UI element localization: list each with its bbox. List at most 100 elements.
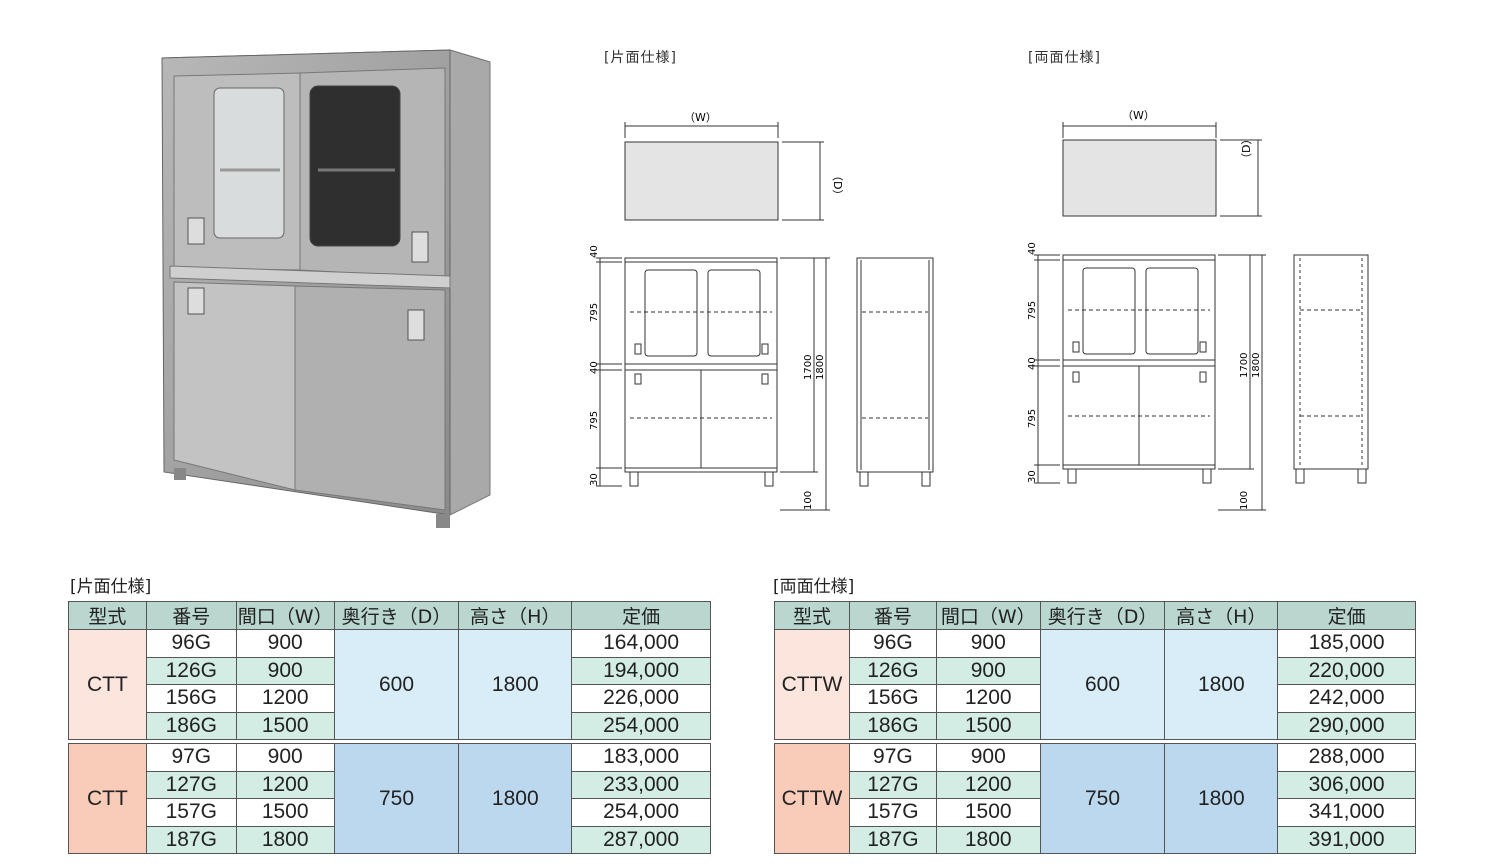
model-cell: CTT xyxy=(68,629,147,740)
header-row: 型式番号間口（W）奥行き（D）高さ（H）定価 xyxy=(68,601,711,630)
price-cell: 183,000 xyxy=(571,743,711,772)
number-cell: 187G xyxy=(145,825,237,854)
separator-cell xyxy=(774,739,1416,744)
width-cell: 1500 xyxy=(935,798,1041,827)
width-cell: 1200 xyxy=(235,770,335,799)
single-dim-30: 30 xyxy=(589,473,600,486)
number-cell: 97G xyxy=(145,743,237,772)
number-cell: 156G xyxy=(848,684,937,713)
price-cell: 341,000 xyxy=(1277,798,1416,827)
cabinet-photo xyxy=(161,49,491,528)
double-dim-795a: 795 xyxy=(1027,301,1038,320)
number-cell: 186G xyxy=(848,711,937,740)
double-spec-drawing: （W） （D） 40 795 40 795 30 1700 1800 100 xyxy=(1027,109,1369,511)
header-cell: 間口（W） xyxy=(935,601,1041,630)
double-dim-40b: 40 xyxy=(1027,357,1038,370)
depth-cell: 600 xyxy=(1039,629,1166,740)
model-cell: CTTW xyxy=(774,629,850,740)
single-dim-795b: 795 xyxy=(589,411,600,430)
price-cell: 290,000 xyxy=(1277,711,1416,740)
single-spec-drawing: （W） （D） 40 795 40 795 30 1700 1800 100 xyxy=(589,111,934,511)
price-cell: 233,000 xyxy=(571,770,711,799)
width-cell: 900 xyxy=(235,743,335,772)
single-dim-100: 100 xyxy=(803,491,814,510)
price-cell: 391,000 xyxy=(1277,825,1416,854)
header-cell: 定価 xyxy=(1277,601,1416,630)
price-cell: 254,000 xyxy=(571,711,711,740)
width-cell: 900 xyxy=(935,629,1041,658)
header-cell: 型式 xyxy=(774,601,850,630)
depth-cell: 750 xyxy=(333,743,460,854)
price-cell: 288,000 xyxy=(1277,743,1416,772)
header-row: 型式番号間口（W）奥行き（D）高さ（H）定価 xyxy=(774,601,1416,630)
price-cell: 220,000 xyxy=(1277,656,1416,685)
model-cell: CTTW xyxy=(774,743,850,854)
single-w-label: （W） xyxy=(684,111,717,124)
single-dim-795a: 795 xyxy=(589,303,600,322)
depth-cell: 600 xyxy=(333,629,460,740)
double-dim-1800: 1800 xyxy=(1251,353,1262,378)
double-dim-795b: 795 xyxy=(1027,409,1038,428)
price-cell: 306,000 xyxy=(1277,770,1416,799)
header-cell: 番号 xyxy=(145,601,237,630)
number-cell: 126G xyxy=(145,656,237,685)
number-cell: 96G xyxy=(848,629,937,658)
single-spec-label: [片面仕様] xyxy=(604,50,677,66)
header-cell: 定価 xyxy=(571,601,711,630)
group-separator xyxy=(68,739,711,744)
double-dim-100: 100 xyxy=(1239,491,1250,510)
header-cell: 間口（W） xyxy=(235,601,335,630)
width-cell: 1800 xyxy=(935,825,1041,854)
double-dim-1700: 1700 xyxy=(1239,353,1250,378)
number-cell: 156G xyxy=(145,684,237,713)
width-cell: 1200 xyxy=(935,770,1041,799)
header-cell: 奥行き（D） xyxy=(1039,601,1166,630)
price-cell: 226,000 xyxy=(571,684,711,713)
separator-cell xyxy=(68,739,711,744)
price-cell: 287,000 xyxy=(571,825,711,854)
double-table-title: [両面仕様] xyxy=(773,577,855,597)
price-cell: 164,000 xyxy=(571,629,711,658)
height-cell: 1800 xyxy=(1164,743,1279,854)
width-cell: 1800 xyxy=(235,825,335,854)
width-cell: 1200 xyxy=(235,684,335,713)
single-dim-1700: 1700 xyxy=(803,355,814,380)
width-cell: 1200 xyxy=(935,684,1041,713)
number-cell: 127G xyxy=(848,770,937,799)
single-table-title: [片面仕様] xyxy=(70,577,152,597)
price-cell: 254,000 xyxy=(571,798,711,827)
width-cell: 900 xyxy=(935,656,1041,685)
number-cell: 157G xyxy=(145,798,237,827)
double-dim-30: 30 xyxy=(1027,470,1038,483)
header-cell: 高さ（H） xyxy=(458,601,573,630)
number-cell: 97G xyxy=(848,743,937,772)
number-cell: 126G xyxy=(848,656,937,685)
single-dim-40a: 40 xyxy=(589,245,600,258)
double-w-label: （W） xyxy=(1122,109,1155,122)
group-separator xyxy=(774,739,1416,744)
header-cell: 高さ（H） xyxy=(1164,601,1279,630)
depth-cell: 750 xyxy=(1039,743,1166,854)
number-cell: 186G xyxy=(145,711,237,740)
width-cell: 900 xyxy=(235,629,335,658)
header-cell: 型式 xyxy=(68,601,147,630)
number-cell: 157G xyxy=(848,798,937,827)
single-dim-1800: 1800 xyxy=(815,355,826,380)
price-cell: 194,000 xyxy=(571,656,711,685)
width-cell: 1500 xyxy=(935,711,1041,740)
width-cell: 900 xyxy=(935,743,1041,772)
